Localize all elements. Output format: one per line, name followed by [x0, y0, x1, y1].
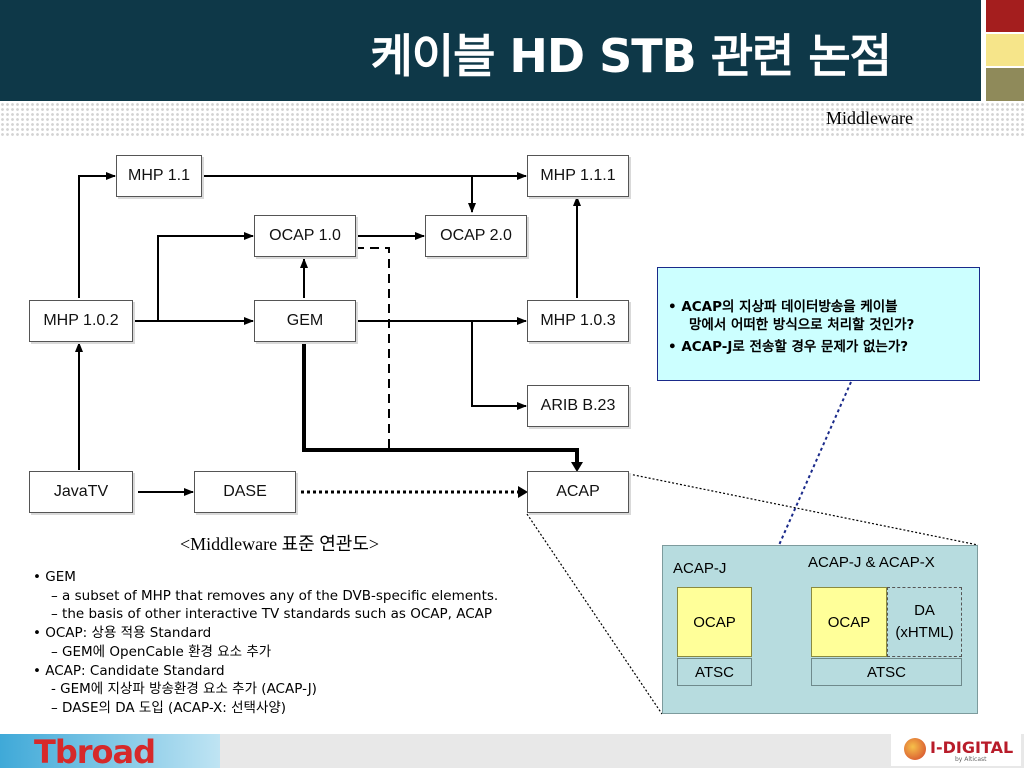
- diagram-caption: <Middleware 표준 연관도>: [180, 534, 380, 554]
- atsc-block-left: ATSC: [677, 658, 752, 686]
- node-dase: DASE: [194, 471, 296, 513]
- node-gem: GEM: [254, 300, 356, 342]
- xhtml-label: (xHTML): [895, 624, 954, 641]
- note-ocap-detail: – GEM에 OpenCable 환경 요소 추가: [51, 643, 272, 660]
- ocap-block-right: OCAP: [811, 587, 887, 657]
- footer-gradient: [0, 734, 220, 768]
- edge-mhp102-ocap10: [140, 232, 254, 322]
- accent-square-yellow: [986, 34, 1024, 66]
- question-line-2: 망에서 어떠한 방식으로 처리할 것인가?: [689, 317, 915, 333]
- accent-square-red: [986, 0, 1024, 32]
- note-acap: • ACAP: Candidate Standard: [33, 662, 225, 679]
- title-bar: 케이블 HD STB 관련 논점: [0, 0, 981, 101]
- note-gem-basis: – the basis of other interactive TV stan…: [51, 606, 493, 623]
- idigital-logo-icon: [904, 738, 926, 760]
- node-mhp-1-1: MHP 1.1: [116, 155, 202, 197]
- node-ocap-2-0: OCAP 2.0: [425, 215, 527, 257]
- question-line-3: • ACAP-J로 전송할 경우 문제가 없는가?: [668, 339, 909, 355]
- accent-square-olive: [986, 68, 1024, 101]
- node-javatv: JavaTV: [29, 471, 133, 513]
- question-box: • ACAP의 지상파 데이터방송을 케이블 망에서 어떠한 방식으로 처리할 …: [657, 267, 980, 381]
- edge-mhp102-mhp11: [78, 172, 116, 298]
- idigital-logo: I-DIGITAL: [930, 738, 1014, 757]
- note-acap-x: – DASE의 DA 도입 (ACAP-X: 선택사양): [51, 699, 287, 716]
- question-pointer-arrow: [767, 381, 852, 571]
- node-ocap-1-0: OCAP 1.0: [254, 215, 356, 257]
- note-ocap: • OCAP: 상용 적용 Standard: [33, 625, 212, 642]
- edge-mhp103-arib: [471, 321, 527, 410]
- da-xhtml-block: DA (xHTML): [887, 587, 962, 657]
- idigital-sub: by Alticast: [955, 756, 987, 763]
- edge-gem-acap-thick: [302, 343, 579, 465]
- slide-title: 케이블 HD STB 관련 논점: [370, 29, 892, 83]
- atsc-block-right: ATSC: [811, 658, 962, 686]
- node-mhp-1-0-3: MHP 1.0.3: [527, 300, 629, 342]
- edge-ocap10-acap-dashed: [355, 247, 390, 450]
- notes-list: • GEM – a subset of MHP that removes any…: [33, 568, 498, 718]
- question-line-1: • ACAP의 지상파 데이터방송을 케이블: [668, 299, 898, 315]
- node-arib-b23: ARIB B.23: [527, 385, 629, 427]
- zoom-line-top: [628, 473, 979, 546]
- da-label: DA: [914, 602, 935, 619]
- dot-pattern-band: [0, 102, 1024, 136]
- tbroad-logo: Tbroad: [34, 733, 156, 771]
- node-mhp-1-0-2: MHP 1.0.2: [29, 300, 133, 342]
- section-subtitle: Middleware: [826, 108, 913, 128]
- acap-j-label: ACAP-J: [673, 560, 727, 577]
- node-acap: ACAP: [527, 471, 629, 513]
- note-gem-subset: – a subset of MHP that removes any of th…: [51, 587, 499, 604]
- zoom-line-bottom: [526, 513, 663, 715]
- note-gem: • GEM: [33, 569, 76, 585]
- note-acap-j: - GEM에 지상파 방송환경 요소 추가 (ACAP-J): [51, 681, 317, 698]
- acap-j-x-label: ACAP-J & ACAP-X: [808, 554, 935, 571]
- ocap-block-left: OCAP: [677, 587, 752, 657]
- node-mhp-1-1-1: MHP 1.1.1: [527, 155, 629, 197]
